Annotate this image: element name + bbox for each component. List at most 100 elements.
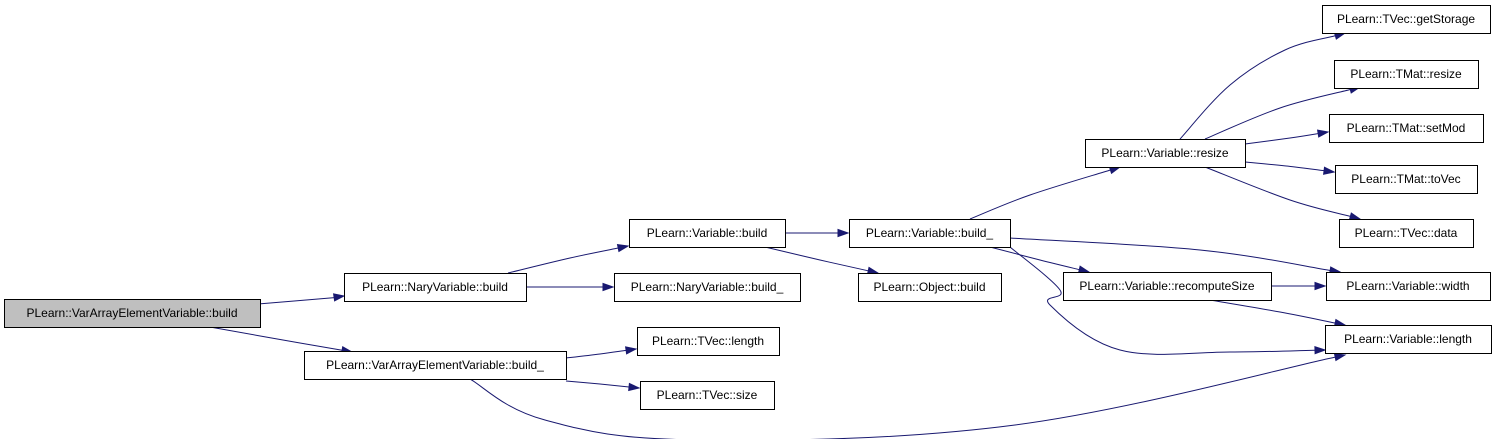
node-box	[637, 327, 780, 356]
edge-arrowhead	[1323, 166, 1336, 175]
function-node[interactable]: PLearn::Variable::recomputeSize	[1063, 272, 1272, 301]
call-edge-n7-n16	[1009, 237, 1342, 275]
edge-line	[1244, 133, 1319, 145]
edge-line	[257, 296, 338, 305]
node-label: PLearn::TMat::setMod	[1347, 121, 1466, 135]
call-edge-n0-n1	[257, 293, 346, 305]
node-box	[858, 273, 1002, 302]
node-box	[614, 273, 801, 302]
edge-arrowhead	[1314, 346, 1327, 355]
edge-line	[469, 356, 1336, 439]
node-box	[1063, 272, 1272, 301]
edge-line	[1209, 299, 1336, 324]
node-box	[1334, 60, 1479, 89]
node-label: PLearn::NaryVariable::build	[362, 280, 508, 294]
edge-arrowhead	[1348, 212, 1362, 221]
call-edge-n1-n3	[507, 244, 630, 274]
edge-line	[565, 349, 627, 359]
node-box	[304, 351, 567, 380]
node-box	[344, 273, 527, 302]
node-box	[1085, 139, 1246, 168]
node-box	[1326, 272, 1491, 301]
node-label: PLearn::TMat::toVec	[1351, 172, 1460, 186]
function-node[interactable]: PLearn::TMat::resize	[1334, 60, 1479, 89]
node-box	[1335, 165, 1478, 194]
function-node[interactable]: PLearn::Variable::resize	[1085, 139, 1246, 168]
call-edge-n7-n17	[1009, 246, 1327, 355]
function-node[interactable]: PLearn::NaryVariable::build	[344, 273, 527, 302]
node-label: PLearn::NaryVariable::build_	[631, 280, 784, 294]
call-edge-n9-n14	[1244, 161, 1336, 175]
call-edge-n3-n8	[764, 246, 880, 275]
function-node[interactable]: PLearn::Variable::length	[1325, 325, 1492, 354]
node-box	[849, 219, 1011, 248]
function-node[interactable]: PLearn::TVec::length	[637, 327, 780, 356]
edge-arrowhead	[1314, 281, 1327, 291]
node-box	[629, 219, 786, 248]
edge-line	[764, 246, 869, 272]
node-label: PLearn::Object::build	[873, 280, 985, 294]
node-box	[4, 299, 261, 328]
edge-line	[989, 246, 1080, 271]
function-node[interactable]: PLearn::NaryVariable::build_	[614, 273, 801, 302]
node-label: PLearn::TMat::resize	[1350, 67, 1462, 81]
function-node[interactable]: PLearn::VarArrayElementVariable::build_	[304, 351, 567, 380]
edge-line	[1009, 237, 1331, 271]
function-node[interactable]: PLearn::Variable::width	[1326, 272, 1491, 301]
edge-arrowhead	[625, 346, 638, 355]
function-node[interactable]: PLearn::Variable::build	[629, 219, 786, 248]
node-label: PLearn::VarArrayElementVariable::build	[27, 306, 238, 320]
edge-line	[507, 247, 619, 274]
call-edge-n2-n5	[565, 346, 638, 359]
call-edge-n10-n16	[1270, 281, 1327, 291]
call-edge-n7-n10	[989, 246, 1091, 274]
node-label: PLearn::TVec::size	[657, 388, 758, 402]
edge-line	[1204, 89, 1351, 140]
node-label: PLearn::VarArrayElementVariable::build_	[326, 358, 544, 372]
node-label: PLearn::TVec::getStorage	[1337, 12, 1475, 26]
call-edge-n9-n11	[1179, 31, 1347, 140]
root-function-node[interactable]: PLearn::VarArrayElementVariable::build	[4, 299, 261, 328]
function-node[interactable]: PLearn::TVec::data	[1339, 219, 1474, 248]
edge-arrowhead	[837, 228, 850, 238]
edge-arrowhead	[333, 293, 346, 302]
edge-arrowhead	[1333, 353, 1347, 362]
node-box	[1325, 325, 1492, 354]
edge-line	[1244, 161, 1325, 172]
node-label: PLearn::TVec::length	[652, 334, 764, 348]
function-node[interactable]: PLearn::TMat::setMod	[1329, 114, 1484, 143]
edge-arrowhead	[1316, 129, 1330, 138]
function-node[interactable]: PLearn::Object::build	[858, 273, 1002, 302]
function-node[interactable]: PLearn::Variable::build_	[849, 219, 1011, 248]
edge-line	[1179, 35, 1336, 140]
node-box	[1339, 219, 1474, 248]
node-label: PLearn::TVec::data	[1355, 226, 1458, 240]
edge-line	[209, 326, 343, 351]
edge-line	[1204, 166, 1351, 217]
call-edge-n9-n13	[1244, 129, 1330, 145]
function-node[interactable]: PLearn::TVec::size	[640, 381, 775, 410]
node-label: PLearn::Variable::build	[647, 226, 768, 240]
edge-arrowhead	[628, 382, 641, 392]
function-node[interactable]: PLearn::TVec::getStorage	[1322, 5, 1491, 34]
node-label: PLearn::Variable::resize	[1101, 146, 1229, 160]
call-edge-n2-n17	[469, 353, 1347, 439]
node-box	[1329, 114, 1484, 143]
call-graph-nodes: PLearn::VarArrayElementVariable::buildPL…	[4, 5, 1492, 410]
node-box	[1322, 5, 1491, 34]
call-edge-n10-n17	[1209, 299, 1347, 328]
call-edge-n0-n2	[209, 326, 354, 355]
call-edge-n7-n9	[969, 166, 1122, 220]
node-box	[640, 381, 775, 410]
edge-arrowhead	[616, 244, 630, 253]
call-edge-n2-n6	[565, 380, 641, 392]
edge-line	[565, 380, 630, 388]
function-node[interactable]: PLearn::TMat::toVec	[1335, 165, 1478, 194]
edge-arrowhead	[602, 282, 615, 292]
edge-line	[969, 169, 1111, 220]
edge-line	[1009, 246, 1316, 355]
edge-arrowhead	[1077, 265, 1091, 274]
node-label: PLearn::Variable::recomputeSize	[1079, 279, 1255, 293]
node-label: PLearn::Variable::width	[1346, 279, 1469, 293]
node-label: PLearn::Variable::length	[1344, 332, 1472, 346]
